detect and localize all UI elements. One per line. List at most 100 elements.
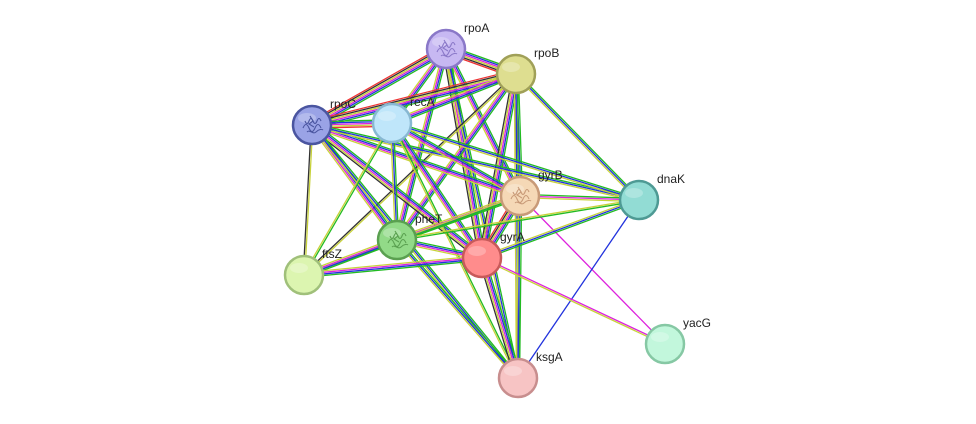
edge-rpoC-dnaK[interactable]	[310, 122, 641, 203]
edge-evidence-green	[481, 200, 641, 261]
edge-gyrB-yacG[interactable]	[519, 195, 666, 345]
protein-structure-icon	[510, 186, 532, 205]
node-circle	[644, 323, 686, 365]
edge-evidence-magenta	[311, 125, 521, 198]
edge-evidence-magenta	[519, 195, 666, 345]
edge-evidence-magenta	[390, 122, 482, 260]
edge-evidence-green	[446, 48, 521, 379]
edge-evidence-yellow	[513, 73, 518, 379]
edge-evidence-red	[310, 69, 516, 122]
edge-gyrA-ftsZ[interactable]	[303, 254, 483, 279]
node-label-recA: recA	[410, 95, 435, 109]
edge-evidence-green	[518, 195, 523, 379]
node-highlight	[651, 332, 669, 342]
edge-evidence-green	[484, 256, 522, 378]
edge-evidence-blue	[482, 256, 521, 379]
node-gyrA[interactable]: gyrA	[461, 230, 525, 279]
edge-evidence-green	[516, 72, 641, 200]
node-dnaK[interactable]: dnaK	[618, 172, 685, 221]
edge-dnaK-ksgA[interactable]	[517, 199, 640, 379]
edge-rpoB-dnaK[interactable]	[514, 72, 641, 202]
node-label-yacG: yacG	[683, 316, 711, 330]
edge-evidence-black	[478, 258, 516, 380]
protein-structure-icon	[387, 230, 409, 249]
edge-evidence-magenta	[311, 74, 517, 127]
node-ftsZ[interactable]: ftsZ	[283, 247, 342, 296]
edge-evidence-green	[398, 48, 449, 242]
node-circle	[291, 104, 333, 146]
edge-evidence-blue	[392, 121, 484, 259]
node-circle	[497, 357, 539, 399]
node-label-gyrB: gyrB	[538, 168, 563, 182]
edge-evidence-blue	[391, 74, 517, 125]
edge-evidence-black	[302, 124, 312, 276]
edge-rpoB-ftsZ[interactable]	[302, 72, 518, 277]
edge-evidence-green	[397, 197, 522, 243]
edge-evidence-blue	[303, 258, 483, 277]
edge-evidence-black	[310, 71, 517, 124]
edge-dnaK-gyrA[interactable]	[480, 197, 641, 261]
edge-evidence-yellow	[514, 74, 639, 202]
edge-recA-dnaK[interactable]	[390, 120, 641, 203]
node-highlight	[298, 113, 316, 123]
edge-rpoC-ftsZ[interactable]	[302, 124, 314, 276]
edge-evidence-blue	[391, 122, 640, 201]
edge-rpoB-recA[interactable]	[390, 71, 518, 126]
node-circle	[461, 237, 503, 279]
edge-evidence-yellow	[302, 121, 392, 276]
edge-evidence-yellow	[481, 258, 666, 346]
edge-evidence-yellow	[304, 124, 314, 276]
node-circle	[618, 179, 660, 221]
edge-evidence-blue	[397, 48, 448, 241]
edges-layer	[302, 44, 666, 380]
node-rpoA[interactable]: rpoA	[425, 21, 489, 70]
node-gyrB[interactable]: gyrB	[499, 168, 563, 217]
node-pheT[interactable]: pheT	[376, 212, 443, 261]
edge-evidence-green	[304, 122, 394, 277]
edge-evidence-black	[302, 72, 517, 276]
edge-evidence-green	[312, 123, 520, 378]
node-circle	[495, 53, 537, 95]
edge-evidence-blue	[517, 199, 640, 379]
node-ksgA[interactable]: ksgA	[497, 350, 563, 399]
node-label-pheT: pheT	[415, 212, 443, 226]
node-label-rpoB: rpoB	[534, 46, 559, 60]
edge-gyrB-ksgA[interactable]	[515, 195, 523, 379]
node-highlight	[625, 188, 643, 198]
node-highlight	[506, 184, 524, 194]
edge-evidence-blue	[481, 199, 640, 259]
edge-recA-ftsZ[interactable]	[302, 121, 394, 277]
node-rpoB[interactable]: rpoB	[495, 46, 559, 95]
node-highlight	[383, 228, 401, 238]
edge-evidence-green	[303, 259, 483, 279]
edge-evidence-yellow	[309, 125, 396, 243]
node-label-rpoA: rpoA	[464, 21, 489, 35]
edge-rpoA-pheT[interactable]	[394, 47, 449, 242]
edge-evidence-yellow	[303, 73, 518, 277]
node-label-ksgA: ksgA	[536, 350, 563, 364]
node-label-rpoC: rpoC	[330, 97, 356, 111]
edge-evidence-magenta	[481, 256, 666, 344]
edge-dnaK-pheT[interactable]	[396, 198, 640, 242]
edge-evidence-yellow	[390, 123, 640, 203]
node-recA[interactable]: recA	[371, 95, 435, 144]
edge-evidence-blue	[515, 73, 519, 379]
edge-evidence-yellow	[480, 197, 640, 258]
edge-gyrA-yacG[interactable]	[481, 256, 666, 346]
node-highlight	[504, 366, 522, 376]
edge-gyrA-ksgA[interactable]	[478, 256, 522, 380]
node-rpoC[interactable]: rpoC	[291, 97, 356, 146]
edge-evidence-magenta	[395, 48, 446, 241]
node-yacG[interactable]: yacG	[644, 316, 711, 365]
node-label-gyrA: gyrA	[500, 230, 525, 244]
edge-evidence-blue	[515, 73, 640, 201]
edge-evidence-yellow	[396, 198, 640, 240]
edge-evidence-magenta	[311, 49, 448, 127]
edge-evidence-green	[311, 122, 641, 200]
node-highlight	[502, 62, 520, 72]
edge-recA-gyrB[interactable]	[390, 120, 522, 199]
edge-rpoA-rpoC[interactable]	[309, 44, 449, 130]
node-highlight	[468, 246, 486, 256]
node-circle	[376, 219, 418, 261]
